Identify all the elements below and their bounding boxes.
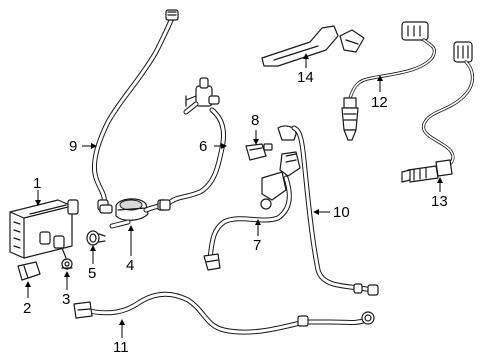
part-3-grommet bbox=[61, 258, 73, 270]
part-10-hose bbox=[291, 125, 379, 296]
callout-13: 13 bbox=[431, 193, 448, 210]
callout-6: 6 bbox=[199, 138, 207, 155]
callout-labels: 1 2 3 4 5 6 7 8 9 10 11 12 13 14 bbox=[23, 69, 448, 356]
part-1-canister bbox=[9, 199, 79, 259]
callout-7: 7 bbox=[253, 237, 261, 254]
callout-4: 4 bbox=[126, 257, 134, 274]
callout-5: 5 bbox=[88, 265, 96, 282]
part-8-bracket bbox=[245, 143, 273, 161]
callout-14: 14 bbox=[297, 69, 314, 86]
part-13-oxygen-sensor bbox=[401, 41, 475, 183]
leader-lines bbox=[25, 53, 443, 338]
part-6-valve-hose bbox=[159, 77, 227, 211]
part-5-fitting bbox=[86, 230, 106, 246]
small-connector bbox=[99, 204, 113, 214]
part-12-oxygen-sensor bbox=[341, 21, 437, 141]
callout-8: 8 bbox=[251, 112, 259, 129]
callout-2: 2 bbox=[23, 300, 31, 317]
part-9-vent-hose bbox=[92, 9, 179, 211]
callout-3: 3 bbox=[62, 291, 70, 308]
part-4-purge-valve bbox=[109, 198, 167, 229]
part-14-bracket bbox=[261, 25, 365, 67]
callout-12: 12 bbox=[371, 94, 388, 111]
part-11-hose bbox=[73, 291, 375, 335]
callout-11: 11 bbox=[113, 339, 129, 356]
part-2-cap bbox=[17, 261, 41, 281]
callout-1: 1 bbox=[33, 175, 41, 192]
callout-9: 9 bbox=[69, 138, 77, 155]
callout-10: 10 bbox=[333, 204, 350, 221]
